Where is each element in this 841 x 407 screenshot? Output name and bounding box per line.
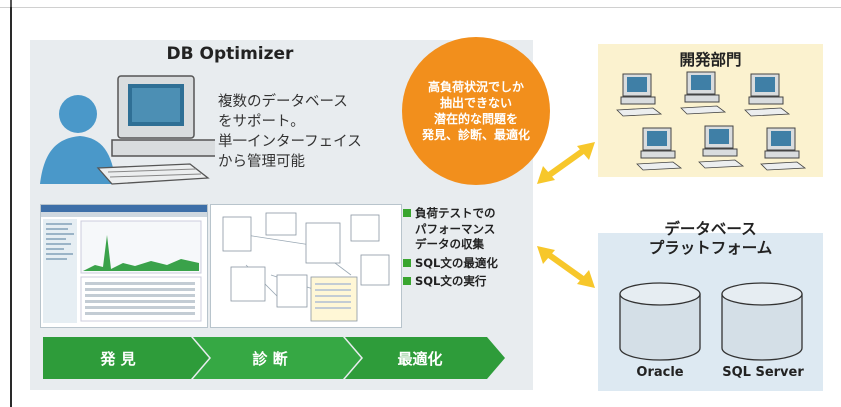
computer-icon (680, 71, 726, 115)
person-head (59, 95, 97, 133)
step-chevron-2 (193, 337, 361, 379)
frame-top-border (0, 7, 841, 8)
development-title: 開発部門 (679, 51, 742, 69)
frame-tick (10, 0, 12, 7)
feature-item: SQL文の最適化 (403, 256, 498, 272)
green-square-bullet-icon (403, 258, 411, 267)
feature-item: SQL文の実行 (403, 274, 498, 290)
bubble-line: 抽出できない (439, 96, 512, 110)
db-optimizer-title: DB Optimizer (166, 44, 294, 64)
user-workstation-illustration (40, 75, 215, 185)
computer-icon (760, 127, 806, 171)
analysis-screenshot-graphic (41, 205, 207, 323)
feature-text-continued: パフォーマンス (415, 221, 496, 236)
step-optimize: 最適化 (397, 350, 443, 368)
feature-text-continued: データの収集 (415, 237, 484, 251)
double-arrow-to-dev (537, 142, 595, 184)
database-title-line: データベース (664, 220, 757, 238)
feature-text: SQL文の実行 (415, 274, 487, 288)
feature-item: 負荷テストでの (403, 206, 498, 222)
database-title-line: プラットフォーム (648, 239, 773, 257)
computer-base (111, 139, 215, 157)
computer-icon (744, 73, 790, 117)
database-cylinders (619, 282, 803, 361)
step-chevron-1 (43, 337, 209, 379)
computer-icon (698, 125, 744, 169)
bubble-line: 発見、診断、最適化 (421, 128, 530, 142)
green-square-bullet-icon (403, 277, 411, 285)
schema-screenshot-graphic (222, 212, 390, 322)
person-body (40, 136, 116, 184)
highlight-bubble: 高負荷状況でしか 抽出できない 潜在的な問題を 発見、診断、最適化 (402, 37, 550, 185)
bubble-line: 潜在的な問題を (433, 112, 518, 126)
sql-server-label: SQL Server (722, 365, 804, 380)
computer-icon (616, 73, 662, 117)
database-title: データベース プラットフォーム (598, 220, 823, 258)
bubble-line: 高負荷状況でしか (427, 80, 524, 94)
step-diagnose: 診 断 (252, 350, 288, 368)
oracle-label: Oracle (636, 365, 684, 380)
process-chevron-bar (43, 337, 505, 379)
double-arrow-to-database (537, 246, 595, 288)
description-line: をサポート。 (218, 114, 305, 130)
step-chevron-3 (345, 337, 505, 379)
schema-screenshot (210, 204, 402, 328)
feature-text: SQL文の最適化 (415, 255, 498, 270)
description-line: 複数のデータベース (218, 94, 348, 110)
analysis-screenshot (40, 204, 208, 328)
keyboard (96, 163, 210, 185)
description-line: から管理可能 (218, 154, 305, 170)
step-discover: 発 見 (100, 350, 136, 368)
green-square-bullet-icon (403, 209, 411, 217)
sql-server-cylinder-icon (721, 282, 803, 361)
optimizer-description: 複数のデータベース をサポート。 単一インターフェイス から管理可能 (218, 92, 362, 172)
developer-computers-illustration (616, 71, 806, 171)
computer-icon (636, 127, 682, 171)
oracle-cylinder-icon (619, 282, 701, 361)
frame-left-border (10, 7, 12, 407)
description-line: 単一インターフェイス (218, 134, 362, 150)
feature-list: 負荷テストでの パフォーマンス データの収集 SQL文の最適化 SQL文の実行 (403, 206, 498, 290)
feature-text: 負荷テストでの (415, 206, 496, 220)
